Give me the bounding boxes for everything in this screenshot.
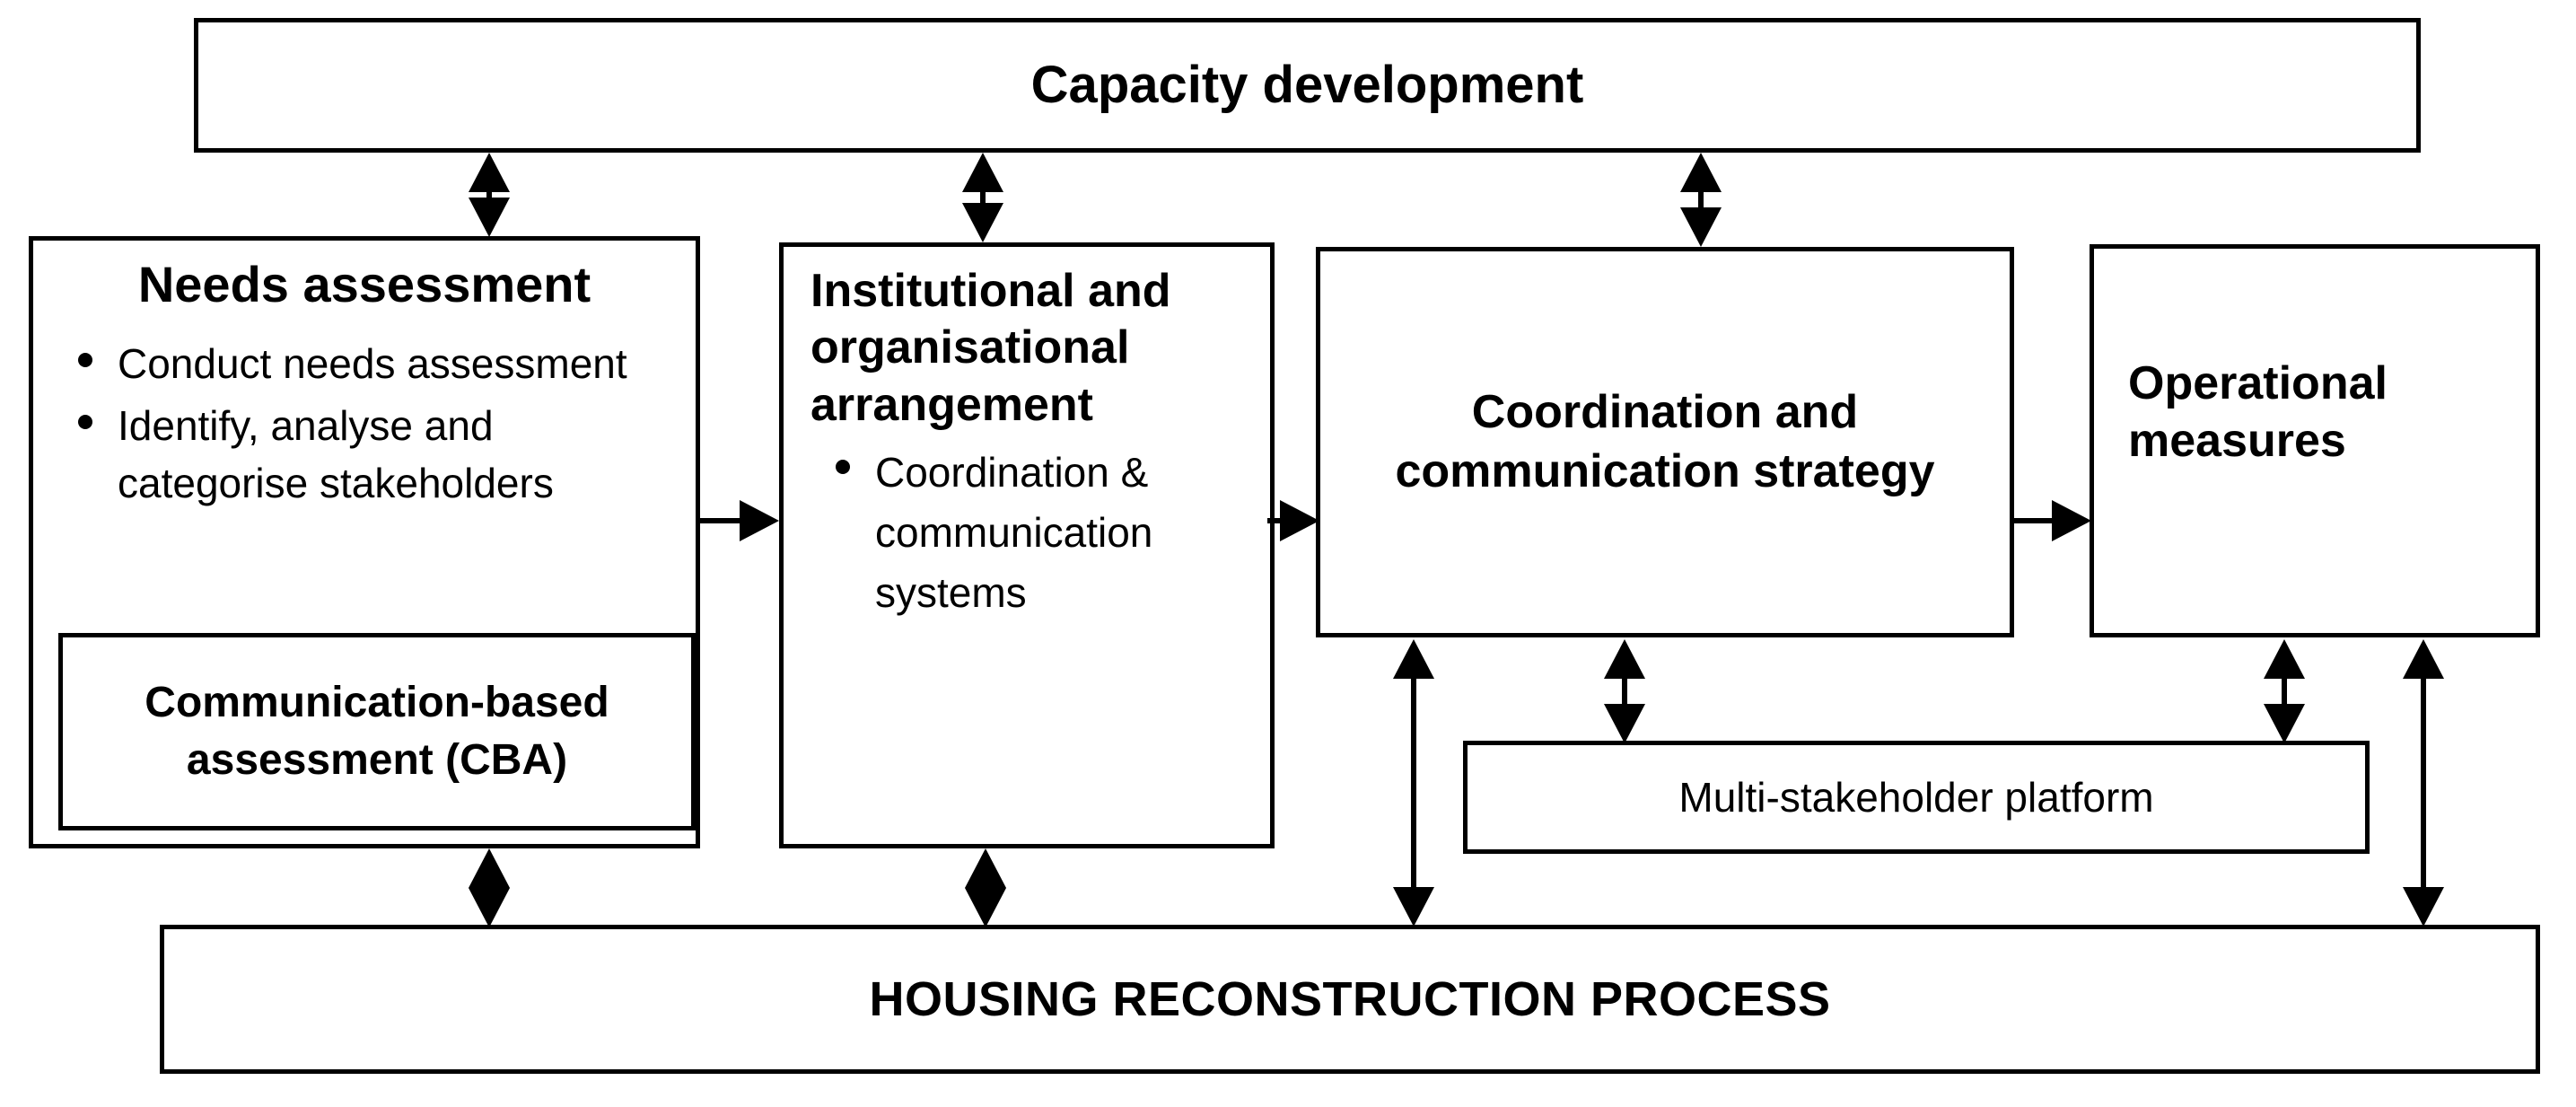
connector-capacity-to-institutional-arrow (960, 153, 1005, 242)
list-item-label: Conduct needs assessment (118, 340, 627, 387)
communication-based-assessment-label: Communication-based assessment (CBA) (145, 679, 609, 784)
capacity-development-box: Capacity development (194, 18, 2421, 153)
list-item-label: Coordination & communication systems (875, 449, 1153, 617)
connector-needs-to-housing-arrow (467, 848, 512, 927)
capacity-development-label: Capacity development (1030, 55, 1584, 114)
housing-reconstruction-process-bar: HOUSING RECONSTRUCTION PROCESS (160, 925, 2540, 1074)
connector-operational-to-platform-arrow (2262, 639, 2307, 743)
connector-needs-to-institutional-arrow (700, 498, 779, 543)
connector-operational-to-housing-arrow (2401, 639, 2446, 927)
list-item: Coordination & communication systems (828, 443, 1259, 623)
connector-institutional-to-housing-arrow (963, 848, 1008, 927)
connector-coordination-to-operational-arrow (2014, 498, 2091, 543)
institutional-bullet-list: Coordination & communication systems (828, 443, 1259, 623)
connector-capacity-to-needs-arrow (467, 153, 512, 237)
connector-institutional-to-coordination-arrow (1267, 498, 1319, 543)
bullet-icon (836, 460, 850, 474)
institutional-and-organisational-arrangement-title: Institutional and organisational arrange… (810, 265, 1171, 431)
bullet-icon (78, 415, 92, 430)
housing-reconstruction-process-label: HOUSING RECONSTRUCTION PROCESS (869, 971, 1831, 1026)
coordination-and-communication-strategy-box: Coordination and communication strategy (1316, 247, 2014, 637)
connector-capacity-to-coordination-arrow (1678, 153, 1723, 247)
operational-measures-box: Operational measures (2090, 244, 2540, 637)
communication-based-assessment-box: Communication-based assessment (CBA) (58, 633, 696, 830)
connector-coordination-to-housing-arrow (1391, 639, 1436, 927)
institutional-and-organisational-arrangement-box: Institutional and organisational arrange… (779, 242, 1275, 848)
list-item: Identify, analyse and categorise stakeho… (69, 398, 679, 512)
multi-stakeholder-platform-box: Multi-stakeholder platform (1463, 741, 2370, 854)
multi-stakeholder-platform-label: Multi-stakeholder platform (1678, 773, 2154, 821)
bullet-icon (78, 353, 92, 367)
operational-measures-label: Operational measures (2128, 357, 2388, 468)
needs-assessment-bullet-list: Conduct needs assessment Identify, analy… (69, 336, 679, 517)
list-item-label: Identify, analyse and categorise stakeho… (118, 402, 554, 506)
coordination-and-communication-strategy-label: Coordination and communication strategy (1395, 385, 1935, 497)
connector-coordination-to-platform-arrow (1602, 639, 1647, 743)
needs-assessment-box: Needs assessment Conduct needs assessmen… (29, 236, 700, 848)
needs-assessment-title: Needs assessment (137, 256, 591, 312)
list-item: Conduct needs assessment (69, 336, 679, 392)
